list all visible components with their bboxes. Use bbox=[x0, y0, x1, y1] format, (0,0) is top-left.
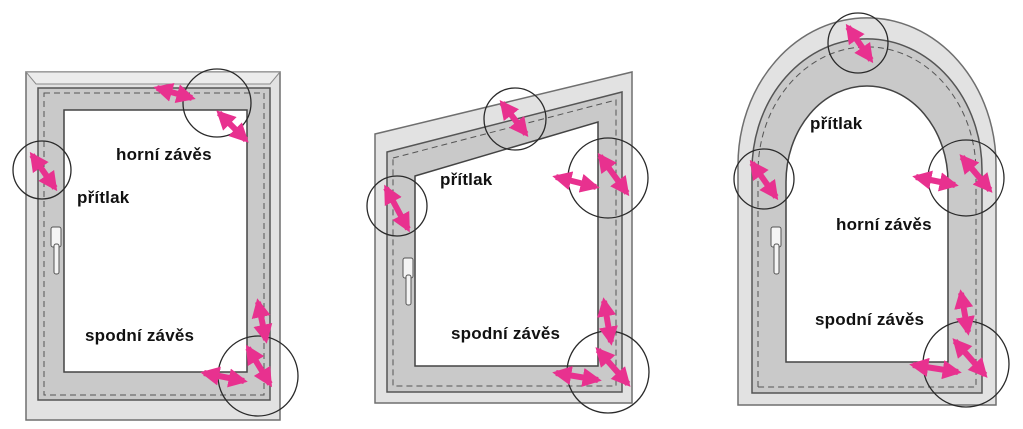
label-bottom-hinge-3: spodní závěs bbox=[815, 310, 925, 329]
double-headed-arrow-icon bbox=[383, 184, 411, 233]
double-headed-arrow-icon bbox=[200, 366, 248, 388]
double-headed-arrow-icon bbox=[595, 347, 631, 387]
window-arched bbox=[733, 12, 1010, 408]
label-pressure-2: přítlak bbox=[440, 170, 493, 189]
glass-pane bbox=[63, 109, 248, 373]
double-headed-arrow-icon bbox=[597, 297, 618, 346]
glass-pane bbox=[785, 85, 949, 363]
label-bottom-hinge-2: spodní závěs bbox=[451, 324, 561, 343]
double-headed-arrow-icon bbox=[29, 151, 58, 192]
double-headed-arrow-icon bbox=[845, 23, 874, 64]
double-headed-arrow-icon bbox=[153, 82, 196, 104]
window-handle-icon bbox=[50, 226, 62, 275]
detail-circle-icon bbox=[483, 87, 547, 151]
sash-dashed-line bbox=[392, 99, 617, 387]
label-top-hinge-1: horní závěs bbox=[116, 145, 212, 164]
window-handle-icon bbox=[770, 226, 782, 275]
double-headed-arrow-icon bbox=[959, 154, 993, 193]
frame-top-bevel bbox=[24, 71, 282, 85]
double-headed-arrow-icon bbox=[245, 344, 273, 388]
double-headed-arrow-icon bbox=[216, 110, 249, 143]
label-bottom-hinge-1: spodní závěs bbox=[85, 326, 195, 345]
window-rectangular bbox=[12, 68, 299, 421]
label-top-hinge-3: horní závěs bbox=[836, 215, 932, 234]
double-headed-arrow-icon bbox=[552, 366, 602, 387]
detail-circle-icon bbox=[12, 140, 72, 200]
double-headed-arrow-icon bbox=[499, 99, 529, 138]
detail-circle-icon bbox=[827, 12, 889, 74]
window-handle-icon bbox=[402, 257, 414, 306]
double-headed-arrow-icon bbox=[749, 159, 779, 201]
double-headed-arrow-icon bbox=[552, 171, 600, 193]
label-pressure-1: přítlak bbox=[77, 188, 130, 207]
double-headed-arrow-icon bbox=[909, 357, 962, 380]
double-headed-arrow-icon bbox=[251, 298, 273, 344]
double-headed-arrow-icon bbox=[954, 289, 975, 336]
label-pressure-3: přítlak bbox=[810, 114, 863, 133]
detail-circle-icon bbox=[733, 148, 795, 210]
double-headed-arrow-icon bbox=[597, 152, 630, 197]
window-slanted bbox=[366, 71, 650, 414]
double-headed-arrow-icon bbox=[912, 170, 959, 192]
double-headed-arrow-icon bbox=[952, 338, 988, 378]
detail-circle-icon bbox=[366, 175, 428, 237]
